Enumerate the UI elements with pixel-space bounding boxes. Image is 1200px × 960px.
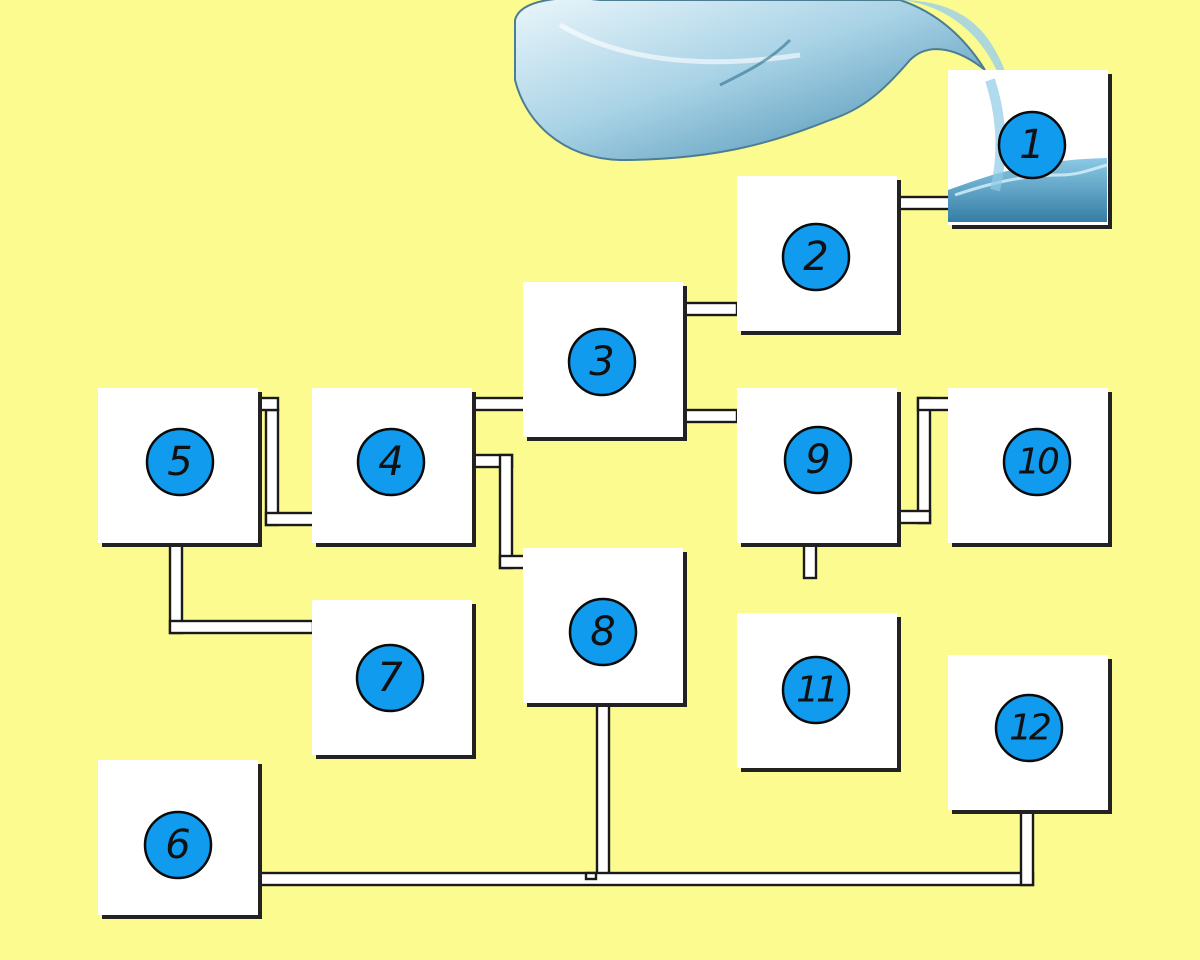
badge-circle [1002, 427, 1072, 497]
water-jug-icon [514, 0, 1016, 200]
tank-number: 8 [590, 609, 615, 655]
tank-badge-3: 3 [567, 327, 637, 397]
tank-badge-6: 6 [143, 810, 213, 880]
tank-badge-9: 9 [783, 425, 853, 495]
pipe-5-7-vertical [168, 541, 184, 635]
tank-number: 9 [805, 437, 830, 483]
tank-number: 2 [803, 234, 828, 280]
pipe-2-3 [683, 301, 739, 317]
tank-6[interactable] [98, 760, 262, 919]
pipe-6-12-main [256, 871, 1035, 887]
tank-number: 12 [1009, 708, 1050, 749]
tank-badge-2: 2 [781, 222, 851, 292]
badge-circle [355, 643, 425, 713]
pipe-4-5-bottom [264, 511, 316, 527]
tank-number: 3 [589, 339, 614, 385]
tank-badge-4: 4 [356, 427, 426, 497]
pipe-8-down [595, 701, 611, 885]
badge-circle [143, 810, 213, 880]
pipe-1-2 [893, 195, 952, 211]
tank-number: 10 [1017, 442, 1059, 483]
tank-badge-5: 5 [145, 427, 215, 497]
badge-circle [781, 222, 851, 292]
tank-badge-11: 11 [781, 655, 851, 725]
badge-circle [994, 693, 1064, 763]
tank-badge-1: 1 [997, 110, 1067, 180]
water-splash-icon [948, 78, 1108, 222]
badge-circle [145, 427, 215, 497]
tank-number: 4 [378, 439, 403, 485]
badge-circle [568, 597, 638, 667]
pipe-3-4 [468, 396, 527, 412]
pipe-9-11-stub [802, 541, 818, 580]
tank-number: 5 [167, 439, 192, 485]
pipe-3-9 [683, 408, 739, 424]
pipe-12-down [1019, 806, 1035, 887]
pipe-5-7-horizontal [168, 619, 315, 635]
pipe-tee-left [584, 871, 598, 881]
badge-circle [997, 110, 1067, 180]
pipe-9-10-top [916, 396, 953, 412]
pipe-4-5-vertical [264, 408, 280, 527]
tank-number: 11 [796, 670, 836, 711]
pipe-9-10-vertical [916, 396, 932, 525]
badge-circle [783, 425, 853, 495]
tank-badge-8: 8 [568, 597, 638, 667]
badge-circle [781, 655, 851, 725]
pipe-4-8-vertical [498, 453, 514, 570]
badge-circle [356, 427, 426, 497]
tank-number: 6 [165, 822, 190, 868]
tank-badge-7: 7 [355, 643, 425, 713]
tank-number: 7 [377, 655, 403, 701]
pipe-4-8-bottom [498, 554, 527, 570]
tank-badge-10: 10 [1002, 427, 1072, 497]
tank-badge-12: 12 [994, 693, 1064, 763]
tank-number: 1 [1019, 122, 1044, 168]
badge-circle [567, 327, 637, 397]
